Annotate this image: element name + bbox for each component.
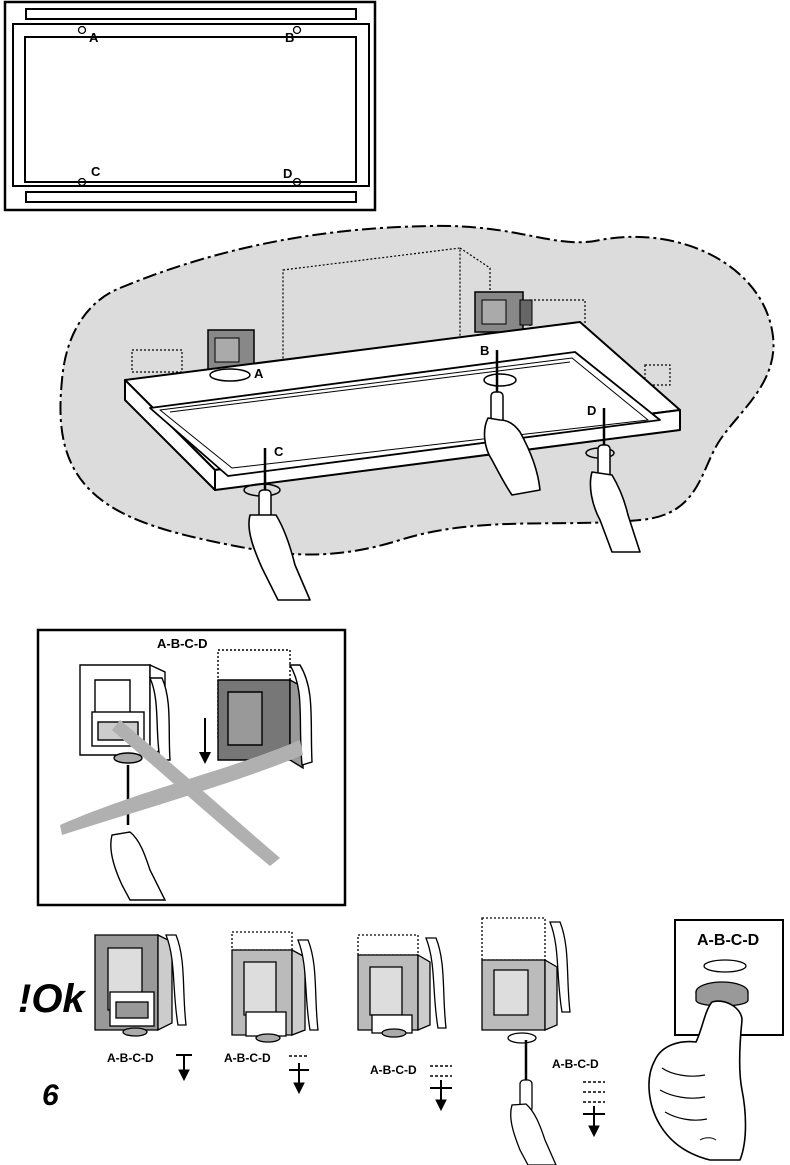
frame-label-d: D — [283, 166, 292, 181]
arrow-down-icon — [583, 1081, 605, 1138]
ok-step-1-label: A-B-C-D — [107, 1051, 154, 1065]
ok-step-3 — [357, 934, 447, 1038]
hand-icon — [248, 417, 641, 601]
frame-label-c: C — [91, 164, 101, 179]
ceiling-label-d: D — [587, 403, 596, 418]
ceiling-label-a: A — [254, 366, 264, 381]
ok-mark: !Ok — [18, 977, 86, 1021]
arrow-down-icon — [430, 1065, 452, 1112]
frame-label-a: A — [89, 30, 99, 45]
mounting-bracket-right — [474, 291, 533, 333]
screw-hole-icon — [77, 177, 87, 187]
knob-tighten-panel — [648, 919, 784, 1161]
arrow-down-icon — [176, 1054, 192, 1082]
hand-icon — [110, 831, 167, 901]
screw-hole-icon — [292, 25, 302, 35]
ok-step-1 — [94, 933, 187, 1037]
arrow-down-icon — [199, 752, 211, 764]
wrong-panel-label: A-B-C-D — [157, 636, 208, 651]
screw-hole-icon — [77, 25, 87, 35]
ceiling-label-b: B — [480, 343, 489, 358]
ok-step-2-label: A-B-C-D — [224, 1051, 271, 1065]
frame-label-b: B — [285, 30, 294, 45]
ceiling-label-c: C — [274, 444, 284, 459]
ceiling-install-view — [59, 224, 775, 601]
ok-step-3-label: A-B-C-D — [370, 1063, 417, 1077]
ok-step-4-label: A-B-C-D — [552, 1057, 599, 1071]
mounting-bracket-left — [207, 329, 255, 371]
screw-hole-icon — [292, 177, 302, 187]
frame-plan-view — [3, 0, 377, 212]
ok-step-4 — [481, 917, 571, 1165]
thumb-hand-icon — [648, 1000, 747, 1161]
knob-panel-label: A-B-C-D — [697, 932, 759, 949]
step-number: 6 — [42, 1079, 59, 1112]
ok-step-2 — [231, 931, 319, 1043]
wrong-method-panel — [36, 628, 347, 907]
arrow-down-icon — [289, 1055, 309, 1095]
hood-body — [124, 321, 681, 491]
